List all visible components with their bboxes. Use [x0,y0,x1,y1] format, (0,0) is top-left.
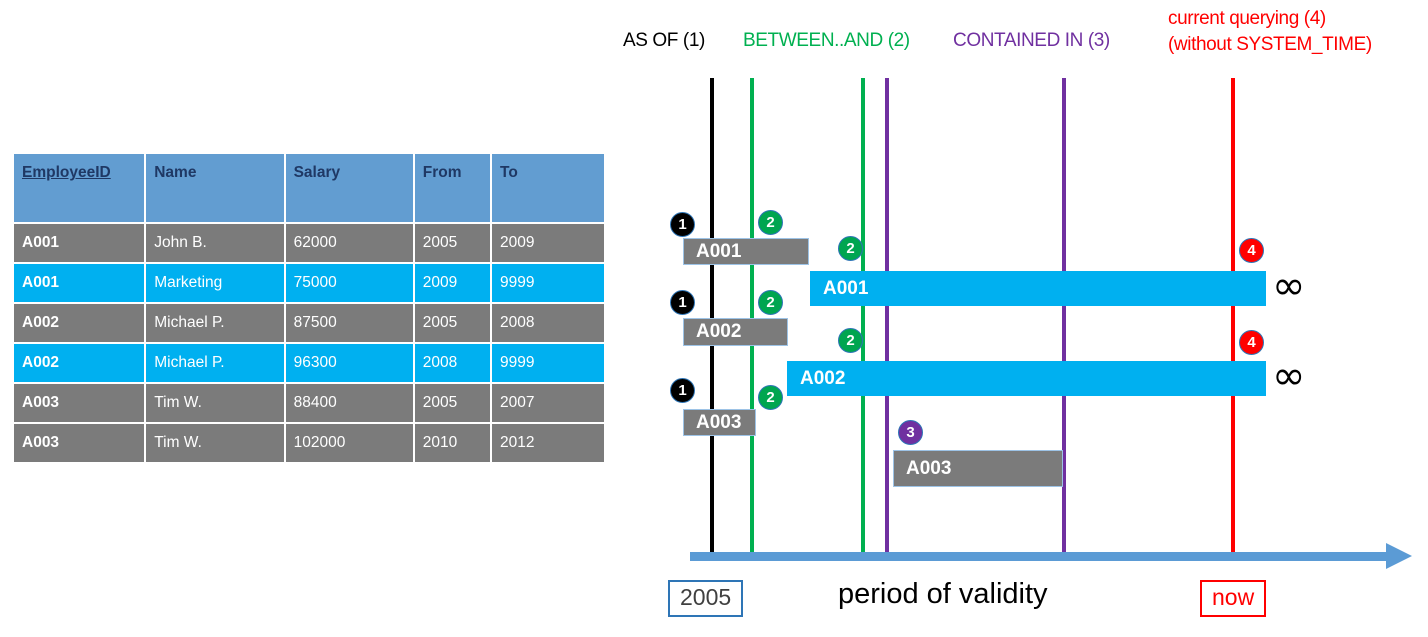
marker-line-between-end [861,78,865,561]
column-header-to: To [492,154,604,222]
legend-contained-in: CONTAINED IN (3) [953,30,1110,51]
column-header-salary: Salary [285,154,413,222]
badge-as-of-a002: 1 [670,290,695,315]
cell-name: Marketing [146,264,284,302]
badge-current-a002: 4 [1239,330,1264,355]
cell-employeeid: A002 [14,304,145,342]
table-header-row: EmployeeID Name Salary From To [14,154,604,222]
table-row: A003 Tim W. 102000 2010 2012 [14,424,604,462]
bar-label: A002 [800,367,846,389]
cell-name: Michael P. [146,304,284,342]
column-header-from: From [414,154,491,222]
badge-as-of-a003: 1 [670,378,695,403]
cell-salary: 87500 [285,304,413,342]
table-row: A002 Michael P. 87500 2005 2008 [14,304,604,342]
cell-from: 2008 [414,344,491,382]
badge-between-a001-start: 2 [758,210,783,235]
infinity-icon: ∞ [1272,263,1306,309]
bar-label: A001 [696,240,742,262]
cell-employeeid: A001 [14,264,145,302]
badge-between-a003: 2 [758,385,783,410]
cell-employeeid: A001 [14,224,145,262]
employee-history-table: EmployeeID Name Salary From To A001 John… [12,152,606,464]
column-header-name: Name [146,154,284,222]
bar-a002-historic: A002 [683,318,788,346]
axis-caption: period of validity [838,578,1048,610]
bar-a001-current: A001 [810,271,1266,306]
timeline-axis [690,552,1390,561]
cell-salary: 102000 [285,424,413,462]
axis-end-label: now [1200,580,1267,617]
bar-label: A003 [696,411,742,433]
badge-contained-a003: 3 [898,420,923,445]
cell-from: 2005 [414,304,491,342]
cell-to: 9999 [492,344,604,382]
bar-label: A003 [906,457,952,479]
cell-salary: 75000 [285,264,413,302]
badge-between-a002-end: 2 [838,328,863,353]
cell-salary: 62000 [285,224,413,262]
bar-a003-first: A003 [683,409,756,436]
cell-name: Tim W. [146,384,284,422]
axis-start-label: 2005 [668,580,744,617]
marker-line-contained-start [885,78,889,561]
table-row: A002 Michael P. 96300 2008 9999 [14,344,604,382]
cell-to: 2008 [492,304,604,342]
infinity-icon: ∞ [1272,353,1306,399]
cell-to: 9999 [492,264,604,302]
cell-to: 2009 [492,224,604,262]
cell-to: 2012 [492,424,604,462]
cell-salary: 96300 [285,344,413,382]
cell-employeeid: A003 [14,424,145,462]
cell-from: 2005 [414,384,491,422]
table-row: A003 Tim W. 88400 2005 2007 [14,384,604,422]
badge-as-of-a001: 1 [670,212,695,237]
bar-a002-current: A002 [787,361,1266,396]
badge-between-a001-end: 2 [838,236,863,261]
cell-from: 2009 [414,264,491,302]
bar-label: A002 [696,321,742,342]
legend-current-line2: (without SYSTEM_TIME) [1168,34,1372,55]
badge-between-a002-start: 2 [758,290,783,315]
column-header-employeeid: EmployeeID [14,154,145,222]
timeline-arrow-icon [1386,543,1412,569]
cell-employeeid: A002 [14,344,145,382]
cell-name: Michael P. [146,344,284,382]
cell-employeeid: A003 [14,384,145,422]
cell-from: 2010 [414,424,491,462]
cell-to: 2007 [492,384,604,422]
column-header-employeeid-label: EmployeeID [22,164,111,181]
bar-a001-historic: A001 [683,238,809,265]
legend-current-line1: current querying (4) [1168,8,1326,29]
legend-between-and: BETWEEN..AND (2) [743,30,910,51]
cell-from: 2005 [414,224,491,262]
cell-salary: 88400 [285,384,413,422]
legend-current-querying: current querying (4) (without SYSTEM_TIM… [1168,6,1372,58]
cell-name: John B. [146,224,284,262]
legend-as-of: AS OF (1) [623,30,705,51]
table-row: A001 John B. 62000 2005 2009 [14,224,604,262]
badge-current-a001: 4 [1239,238,1264,263]
marker-line-now [1231,78,1235,561]
bar-a003-second: A003 [893,450,1063,487]
cell-name: Tim W. [146,424,284,462]
bar-label: A001 [823,277,869,299]
table-row: A001 Marketing 75000 2009 9999 [14,264,604,302]
marker-line-contained-end [1062,78,1066,561]
